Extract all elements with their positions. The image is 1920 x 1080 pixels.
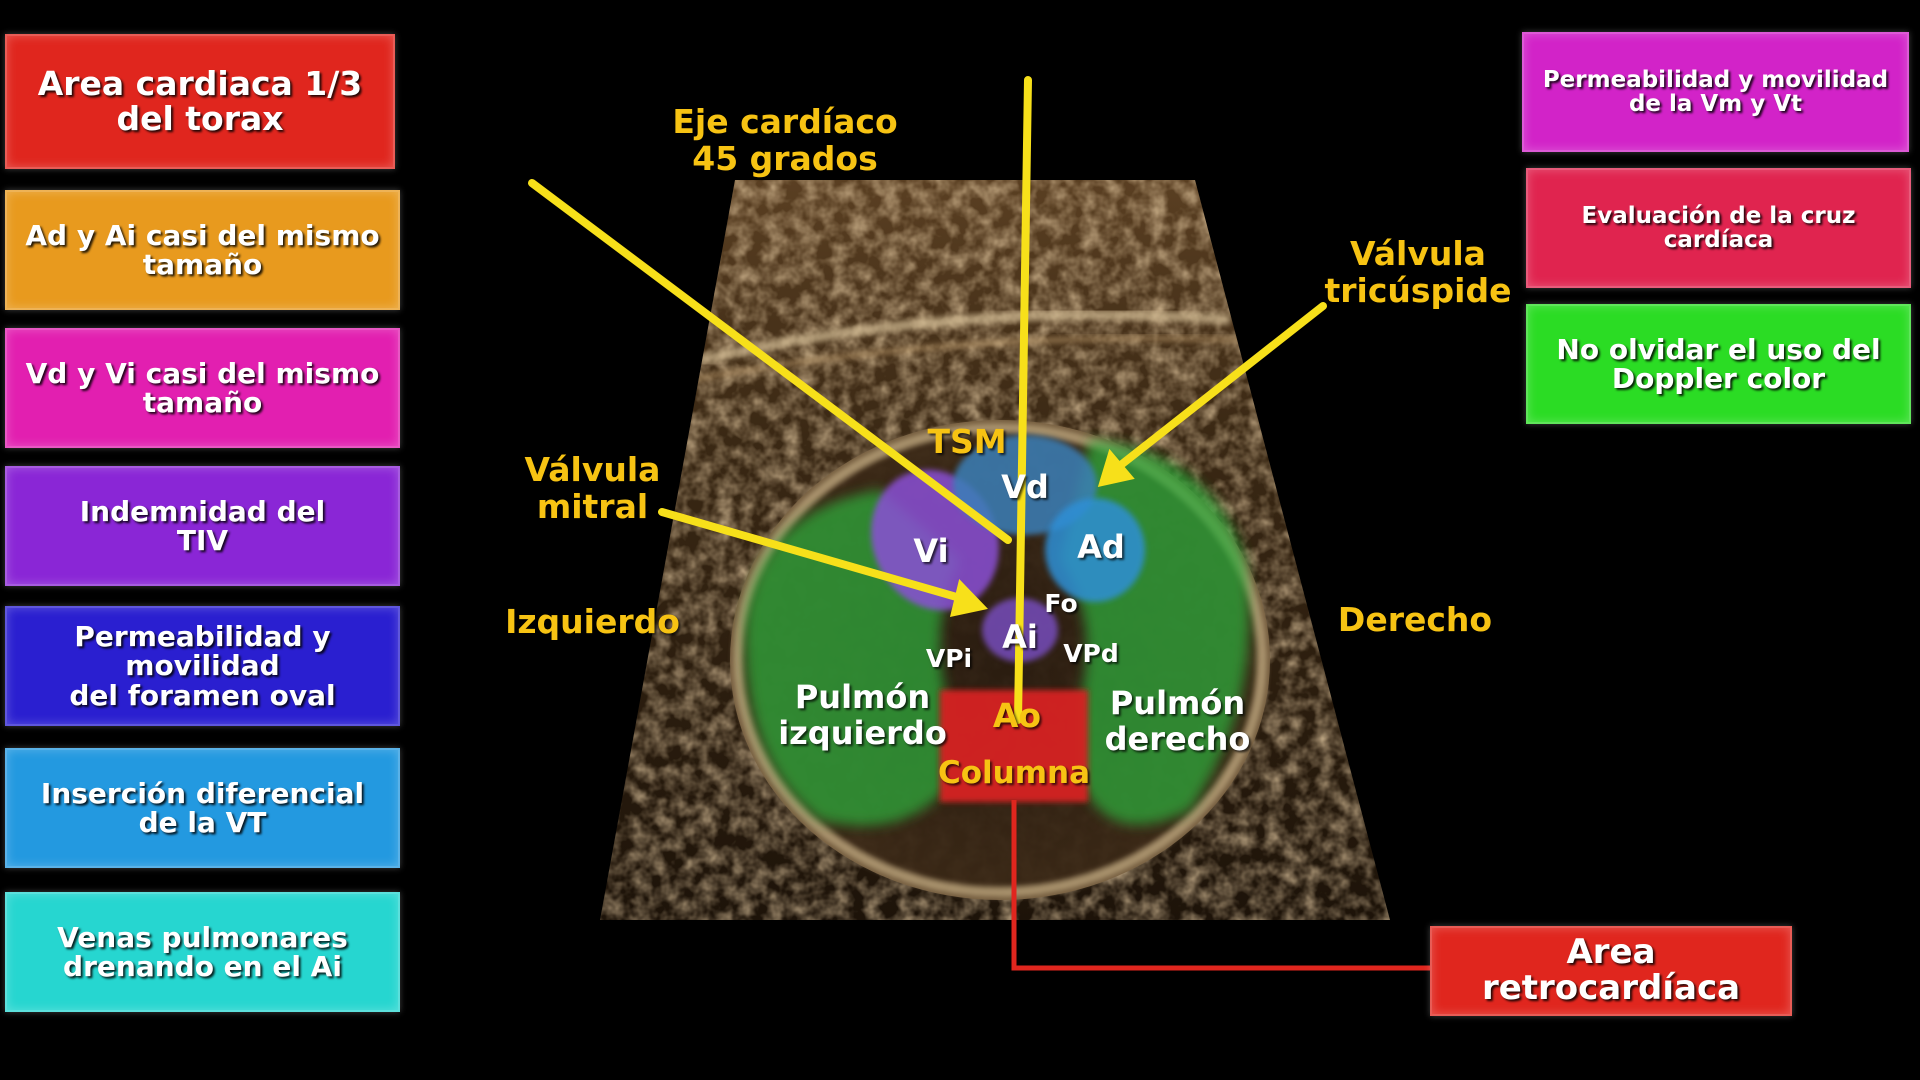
venas-pulmonares-text: Venas pulmonares drenando en el Ai bbox=[57, 920, 348, 983]
axis-line-diagonal bbox=[528, 179, 1012, 544]
ad-ai-box: Ad y Ai casi del mismo tamaño bbox=[5, 190, 400, 310]
pulmon-izquierdo-label: Pulmón izquierdo bbox=[778, 678, 947, 752]
ao-label: Ao bbox=[992, 696, 1042, 735]
mitral-arrowhead bbox=[949, 578, 988, 617]
chest-wall-band bbox=[698, 310, 1231, 365]
pulmon-derecho-label: Pulmón derecho bbox=[1104, 684, 1251, 758]
doppler-color-text: No olvidar el uso del Doppler color bbox=[1556, 332, 1881, 395]
cruz-cardiaca-box: Evaluación de la cruz cardíaca bbox=[1526, 168, 1911, 288]
spine-block bbox=[940, 690, 1088, 802]
tsm-label: TSM bbox=[927, 422, 1007, 461]
vd-label: Vd bbox=[1001, 468, 1049, 506]
area-cardiaca-box: Area cardiaca 1/3 del torax bbox=[5, 34, 395, 169]
chest-wall-band-2 bbox=[689, 335, 1241, 383]
izquierdo-label: Izquierdo bbox=[505, 602, 680, 641]
ad-chamber bbox=[1045, 498, 1145, 602]
derecho-label: Derecho bbox=[1337, 600, 1493, 639]
ad-ai-text: Ad y Ai casi del mismo tamaño bbox=[25, 218, 380, 281]
tiv-box: Indemnidad del TIV bbox=[5, 466, 400, 586]
vpd-label: VPd bbox=[1063, 639, 1119, 668]
vd-vi-text: Vd y Vi casi del mismo tamaño bbox=[25, 356, 380, 419]
eje-cardiaco-label: Eje cardíaco 45 grados bbox=[672, 102, 898, 178]
retrocardiac-text: Area retrocardíaca bbox=[1481, 932, 1741, 1008]
vd-vi-box: Vd y Vi casi del mismo tamaño bbox=[5, 328, 400, 448]
cruz-cardiaca-text: Evaluación de la cruz cardíaca bbox=[1581, 202, 1856, 253]
columna-label: Columna bbox=[937, 755, 1091, 791]
venas-pulmonares-box: Venas pulmonares drenando en el Ai bbox=[5, 892, 400, 1012]
tiv-text: Indemnidad del TIV bbox=[79, 494, 326, 557]
permeabilidad-vm-vt-box: Permeabilidad y movilidad de la Vm y Vt bbox=[1522, 32, 1909, 152]
thorax-ring bbox=[733, 423, 1267, 897]
permeabilidad-vm-vt-text: Permeabilidad y movilidad de la Vm y Vt bbox=[1542, 66, 1889, 117]
ai-label: Ai bbox=[1002, 618, 1038, 656]
tricuspid-pointer-line bbox=[1113, 302, 1327, 472]
area-cardiaca-text: Area cardiaca 1/3 del torax bbox=[37, 63, 363, 138]
insercion-vt-text: Inserción diferencial de la VT bbox=[40, 776, 365, 839]
mitral-pointer-line bbox=[658, 508, 964, 602]
vi-label: Vi bbox=[913, 532, 949, 570]
retrocardiac-connector bbox=[1011, 800, 1430, 971]
valvula-tricuspide-label: Válvula tricúspide bbox=[1324, 234, 1512, 310]
insercion-vt-box: Inserción diferencial de la VT bbox=[5, 748, 400, 868]
ad-label: Ad bbox=[1077, 528, 1125, 566]
axis-line-vertical bbox=[1014, 76, 1032, 724]
retrocardiac-box: Area retrocardíaca bbox=[1430, 926, 1792, 1016]
fo-label: Fo bbox=[1044, 589, 1078, 618]
foramen-oval-text: Permeabilidad y movilidad del foramen ov… bbox=[69, 619, 336, 712]
doppler-color-box: No olvidar el uso del Doppler color bbox=[1526, 304, 1911, 424]
vpi-label: VPi bbox=[925, 644, 973, 673]
valvula-mitral-label: Válvula mitral bbox=[524, 450, 661, 526]
foramen-oval-box: Permeabilidad y movilidad del foramen ov… bbox=[5, 606, 400, 726]
tricuspid-arrowhead bbox=[1097, 448, 1135, 488]
